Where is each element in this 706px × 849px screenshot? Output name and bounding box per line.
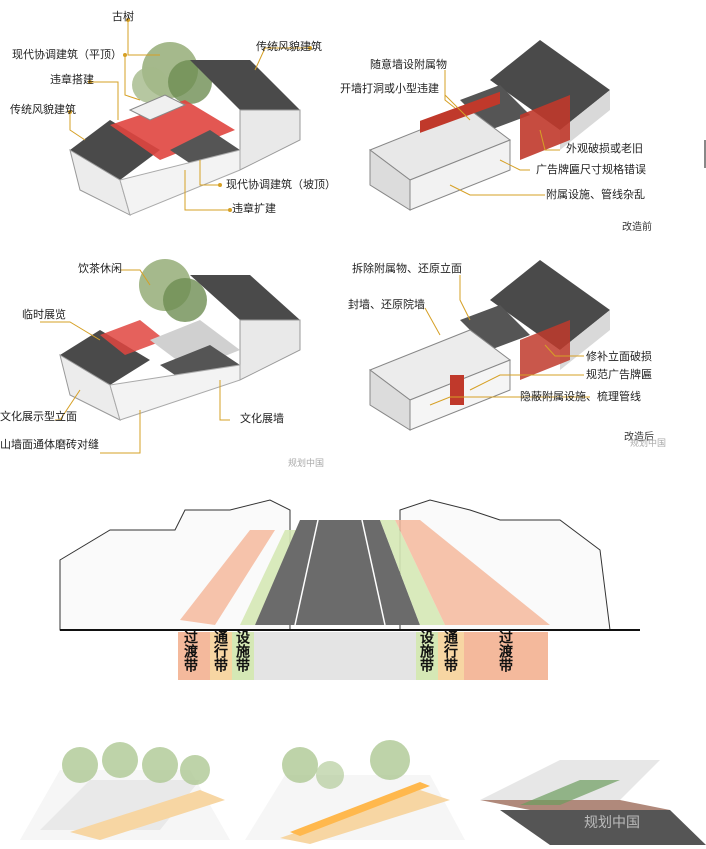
zone-left-pass-text: 通行带 <box>212 630 228 672</box>
courtyard-after-illustration <box>40 259 301 454</box>
facade-after-illustration <box>368 260 610 431</box>
panel-facade-after: 拆除附属物、还原立面 封墙、还原院墙 修补立面破损 规范广告牌匾 隐蔽附属设施、… <box>340 240 706 470</box>
label-brick: 山墙面通体磨砖对缝 <box>0 438 99 451</box>
label-wall: 文化展墙 <box>240 412 284 425</box>
caption-before: 改造前 <box>622 222 652 233</box>
label-attachments: 随意墙设附属物 <box>370 58 447 71</box>
caption-after: 改造后 <box>624 432 654 443</box>
zone-right-facility-text: 设施带 <box>418 630 434 672</box>
label-traditional-right: 传统风貌建筑 <box>256 40 322 53</box>
label-modern-slope: 现代协调建筑（坡顶） <box>226 178 336 191</box>
label-remove: 拆除附属物、还原立面 <box>352 262 462 275</box>
label-facade: 文化展示型立面 <box>0 410 77 423</box>
zone-right-transition-text: 过渡带 <box>497 630 513 672</box>
panel-facade-before: 随意墙设附属物 开墙打洞或小型违建 外观破损或老旧 广告牌匾尺寸规格错误 附属设… <box>340 0 706 235</box>
courtyard-before-illustration <box>68 18 312 216</box>
label-hide: 隐蔽附属设施、梳理管线 <box>520 390 641 403</box>
street-sketches-illustration <box>20 740 706 845</box>
zone-left-facility-text: 设施带 <box>234 630 250 672</box>
label-repair: 修补立面破损 <box>586 350 652 363</box>
zone-left-transition: 过渡带 <box>182 630 200 672</box>
watermark-bottom: 规划中国 <box>584 815 640 831</box>
label-illegal-build: 违章搭建 <box>50 73 94 86</box>
street-section-illustration <box>59 499 640 680</box>
label-ancient-tree: 古树 <box>112 10 134 23</box>
label-worn: 外观破损或老旧 <box>566 142 643 155</box>
label-exhibit: 临时展览 <box>22 308 66 321</box>
panel-courtyard-before: 古树 现代协调建筑（平顶） 违章搭建 传统风貌建筑 传统风貌建筑 现代协调建筑（… <box>0 0 340 235</box>
label-facilities: 附属设施、管线杂乱 <box>546 188 645 201</box>
divider-bar <box>704 140 706 168</box>
zone-right-facility: 设施带 <box>418 630 436 672</box>
label-openings: 开墙打洞或小型违建 <box>340 82 439 95</box>
label-tea: 饮茶休闲 <box>78 262 122 275</box>
label-seal: 封墙、还原院墙 <box>348 298 425 311</box>
zone-left-facility: 设施带 <box>234 630 252 672</box>
panel-street-sketches: 规划中国 <box>0 720 706 849</box>
zone-left-transition-text: 过渡带 <box>182 630 198 672</box>
label-illegal-expand: 违章扩建 <box>232 202 276 215</box>
label-traditional-left: 传统风貌建筑 <box>10 103 76 116</box>
label-standardize: 规范广告牌匾 <box>586 368 652 381</box>
zone-right-transition: 过渡带 <box>497 630 515 672</box>
zone-right-pass: 通行带 <box>442 630 460 672</box>
label-signboard: 广告牌匾尺寸规格错误 <box>536 163 646 176</box>
label-modern-flat: 现代协调建筑（平顶） <box>12 48 122 61</box>
facade-before-illustration <box>368 40 610 211</box>
watermark-mid-right: 规划中国 <box>630 439 667 449</box>
zone-left-pass: 通行带 <box>212 630 230 672</box>
watermark-mid-left: 规划中国 <box>288 459 325 469</box>
zone-right-pass-text: 通行带 <box>442 630 458 672</box>
panel-courtyard-after: 饮茶休闲 临时展览 文化展示型立面 文化展墙 山墙面通体磨砖对缝 规划中国 <box>0 240 340 470</box>
panel-street-section: 过渡带 通行带 设施带 设施带 通行带 过渡带 <box>0 490 706 690</box>
